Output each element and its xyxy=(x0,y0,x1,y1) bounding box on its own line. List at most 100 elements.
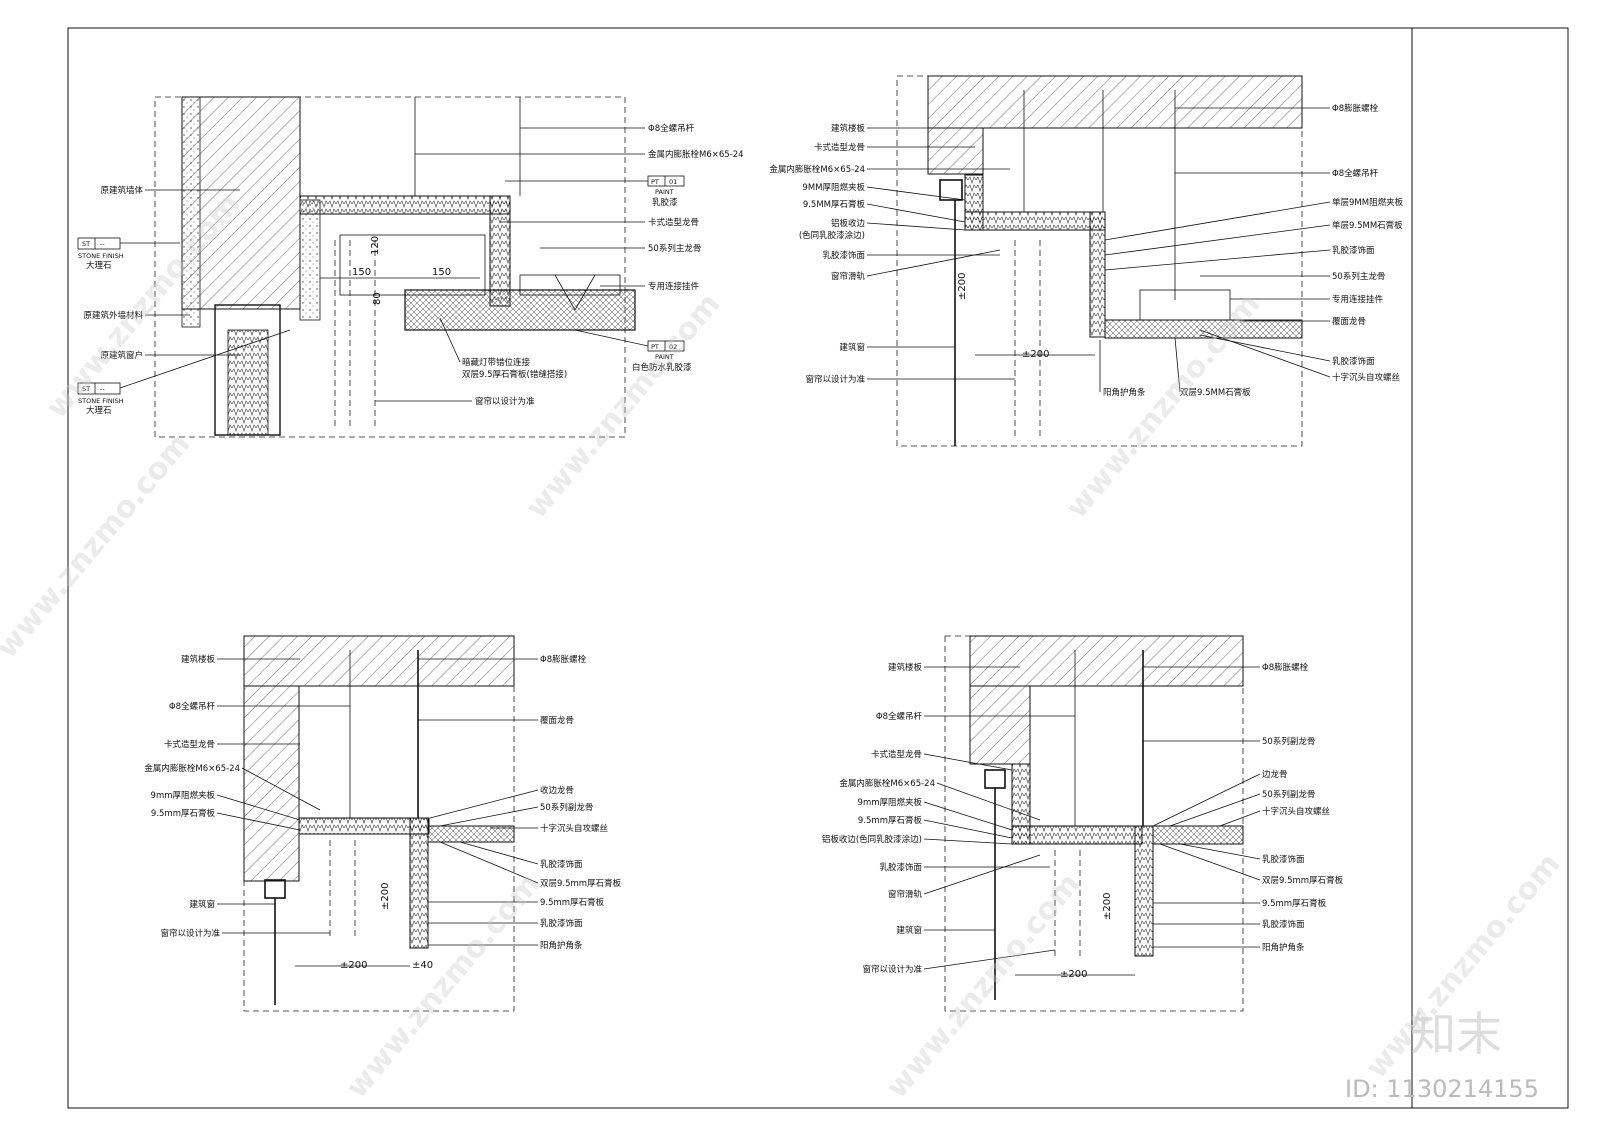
watermark-brand: 知末 xyxy=(1410,1007,1502,1061)
d4-r-0: Φ8膨胀螺栓 xyxy=(1262,662,1309,673)
svg-text:STONE FINISH: STONE FINISH xyxy=(78,252,124,260)
svg-text:大理石: 大理石 xyxy=(86,260,112,271)
d4-r-5: 乳胶漆饰面 xyxy=(1262,854,1305,865)
d4-r-8: 乳胶漆饰面 xyxy=(1262,919,1305,930)
svg-text:大理石: 大理石 xyxy=(86,405,112,416)
d2-r-7: 覆面龙骨 xyxy=(1332,316,1366,327)
d3-l-3: 金属内膨胀栓M6×65-24 xyxy=(144,763,240,774)
d3-l-2: 卡式造型龙骨 xyxy=(164,739,215,750)
d3-dim-1: ±200 xyxy=(340,960,367,971)
d1-label-board: 双层9.5厚石膏板(错缝搭接) xyxy=(462,369,567,380)
d1-stone-tag-2: ST -- STONE FINISH 大理石 xyxy=(77,329,291,416)
svg-text:ST: ST xyxy=(82,240,90,248)
d4-r-9: 阳角护角条 xyxy=(1262,942,1305,953)
d1-label-keel: 卡式造型龙骨 xyxy=(648,217,699,228)
d4-l-2: 卡式造型龙骨 xyxy=(871,749,922,760)
d3-r-3: 50系列副龙骨 xyxy=(540,802,593,813)
d4-r-2: 边龙骨 xyxy=(1262,769,1288,780)
d3-l-0: 建筑楼板 xyxy=(181,654,216,665)
svg-text:PT: PT xyxy=(651,178,659,186)
d1-dim-1: 150 xyxy=(352,267,371,278)
watermark-id: ID: 1130214155 xyxy=(1345,1075,1539,1103)
d4-l-3: 金属内膨胀栓M6×65-24 xyxy=(839,778,935,789)
d4-dim-1: ±200 xyxy=(1060,969,1087,980)
d1-paint-tag-2: PT 02 PAINT 白色防水乳胶漆 xyxy=(574,329,692,373)
d3-r-4: 十字沉头自攻螺丝 xyxy=(540,823,609,834)
d2-l-7: 乳胶漆饰面 xyxy=(822,250,865,261)
svg-text:www.znzmo.com: www.znzmo.com xyxy=(339,867,547,1105)
svg-text:白色防水乳胶漆: 白色防水乳胶漆 xyxy=(632,362,692,373)
d4-l-7: 乳胶漆饰面 xyxy=(879,862,922,873)
d4-r-6: 双层9.5mm厚石膏板 xyxy=(1262,875,1344,886)
d3-r-2: 收边龙骨 xyxy=(540,785,574,796)
d3-l-6: 建筑窗 xyxy=(189,899,215,910)
d1-label-bolt: 金属内膨胀栓M6×65-24 xyxy=(648,149,744,160)
d3-l-1: Φ8全螺吊杆 xyxy=(169,701,216,712)
d1-stone-tag-1: ST -- STONE FINISH 大理石 xyxy=(77,237,180,271)
d1-dim-4: 80 xyxy=(372,292,383,305)
d3-r-6: 双层9.5mm厚石膏板 xyxy=(540,878,622,889)
detail-3 xyxy=(243,635,515,1012)
d3-l-7: 窗帘以设计为准 xyxy=(160,928,220,939)
d3-l-4: 9mm厚阻燃夹板 xyxy=(151,790,216,801)
d2-r-6: 专用连接挂件 xyxy=(1332,294,1384,305)
d4-l-5: 9.5mm厚石膏板 xyxy=(858,815,923,826)
d4-r-7: 9.5mm厚石膏板 xyxy=(1262,898,1327,909)
d4-l-8: 窗帘滑轨 xyxy=(888,889,923,900)
d2-b-1: 双层9.5MM石膏板 xyxy=(1180,387,1251,398)
d1-dim-3: 120 xyxy=(370,236,381,255)
d1-label-led: 暗藏灯带错位连接 xyxy=(462,357,531,368)
d4-r-1: 50系列副龙骨 xyxy=(1262,736,1315,747)
d1-label-hanger: 专用连接挂件 xyxy=(648,281,700,292)
d4-r-4: 十字沉头自攻螺丝 xyxy=(1262,806,1331,817)
d1-label-wall: 原建筑墙体 xyxy=(100,185,143,196)
svg-text:PAINT: PAINT xyxy=(655,353,674,361)
detail-4 xyxy=(944,635,1244,1012)
d4-l-6: 铝板收边(色同乳胶漆涂边) xyxy=(822,834,922,845)
d2-l-10: 窗帘以设计为准 xyxy=(805,374,865,385)
d2-r-9: 十字沉头自攻螺丝 xyxy=(1332,372,1401,383)
d2-r-5: 50系列主龙骨 xyxy=(1332,271,1385,282)
d2-dim-2: ±200 xyxy=(957,273,968,300)
d2-l-4: 9.5MM厚石膏板 xyxy=(803,199,866,210)
d2-r-0: Φ8膨胀螺栓 xyxy=(1332,103,1379,114)
d1-dim-2: 150 xyxy=(432,267,451,278)
d3-r-7: 9.5mm厚石膏板 xyxy=(540,897,605,908)
d4-r-3: 50系列副龙骨 xyxy=(1262,789,1315,800)
d2-l-3: 9MM厚阻燃夹板 xyxy=(802,182,865,193)
d3-r-8: 乳胶漆饰面 xyxy=(540,918,583,929)
d2-b-0: 阳角护角条 xyxy=(1103,387,1146,398)
svg-text:PAINT: PAINT xyxy=(655,188,674,196)
d2-r-2: 单层9MM阻燃夹板 xyxy=(1332,197,1404,208)
detail-2 xyxy=(896,75,1303,447)
d4-l-1: Φ8全螺吊杆 xyxy=(876,711,923,722)
d3-dim-3: ±40 xyxy=(412,960,433,971)
d4-l-10: 窗帘以设计为准 xyxy=(862,964,922,975)
d2-l-5: 铝板收边 xyxy=(831,218,866,229)
d1-label-ext: 原建筑外墙材料 xyxy=(83,310,143,321)
d3-r-1: 覆面龙骨 xyxy=(540,715,574,726)
svg-text:www.znzmo.com: www.znzmo.com xyxy=(879,867,1087,1105)
svg-text:01: 01 xyxy=(669,178,677,186)
d2-l-0: 建筑楼板 xyxy=(831,123,866,134)
d3-dim-2: ±200 xyxy=(380,883,391,910)
d2-dim-1: ±200 xyxy=(1022,349,1049,360)
svg-text:STONE FINISH: STONE FINISH xyxy=(78,397,124,405)
d2-l-6: (色同乳胶漆涂边) xyxy=(799,230,865,241)
d4-l-4: 9mm厚阻燃夹板 xyxy=(858,797,923,808)
d2-l-1: 卡式造型龙骨 xyxy=(814,142,865,153)
d3-r-9: 阳角护角条 xyxy=(540,940,583,951)
d1-paint-tag-1: PT 01 PAINT 乳胶漆 xyxy=(505,175,685,208)
d2-l-9: 建筑窗 xyxy=(839,342,865,353)
d2-l-8: 窗帘滑轨 xyxy=(831,271,866,282)
d3-r-0: Φ8膨胀螺栓 xyxy=(540,654,587,665)
d2-r-3: 单层9.5MM石膏板 xyxy=(1332,220,1403,231)
d3-l-5: 9.5mm厚石膏板 xyxy=(151,808,216,819)
svg-text:02: 02 xyxy=(669,343,677,351)
detail-1 xyxy=(154,96,636,438)
d1-label-rod: Φ8全螺吊杆 xyxy=(648,123,695,134)
sheet-border xyxy=(67,27,1569,1109)
svg-text:www.znzmo.com: www.znzmo.com xyxy=(0,427,197,665)
svg-text:PT: PT xyxy=(651,343,659,351)
